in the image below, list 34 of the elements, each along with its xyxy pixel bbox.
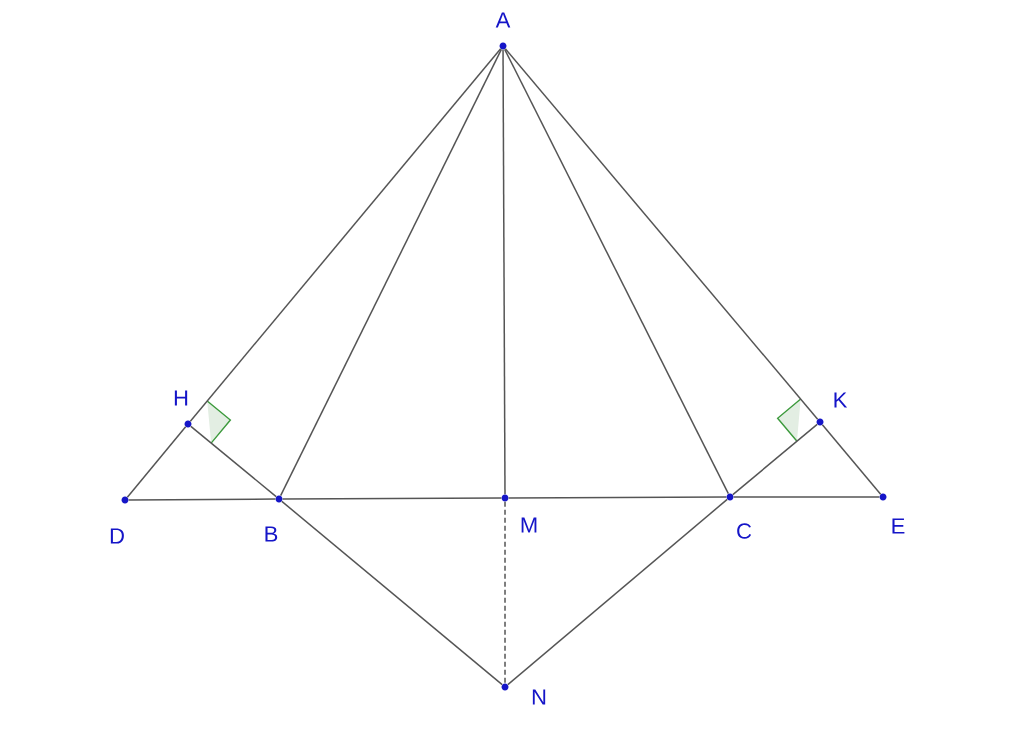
point — [879, 493, 887, 501]
point-label: C — [737, 523, 752, 539]
point — [184, 420, 192, 428]
line-segment — [503, 48, 730, 495]
line-segment — [732, 423, 818, 496]
point-label: E — [892, 518, 905, 534]
point — [499, 42, 507, 50]
line-segment — [279, 48, 503, 497]
line-segment — [127, 498, 277, 501]
line-segment — [281, 497, 503, 500]
line-segment — [190, 425, 277, 498]
point — [726, 493, 734, 501]
point-label: D — [110, 528, 124, 544]
line-segment — [507, 496, 728, 499]
point-label: H — [174, 390, 188, 406]
line-segment — [507, 498, 728, 686]
point — [121, 496, 129, 504]
point-label: B — [265, 526, 278, 542]
line-segment — [504, 500, 506, 685]
point — [816, 418, 824, 426]
line-segment — [281, 500, 503, 686]
line-segment — [504, 48, 819, 420]
line-segment — [126, 426, 187, 498]
line-segment — [502, 48, 506, 496]
line-segment — [189, 48, 502, 422]
point-label: A — [495, 12, 511, 28]
point-label: N — [532, 689, 546, 705]
point-label: K — [834, 392, 848, 408]
line-segment — [732, 496, 881, 498]
point — [501, 683, 509, 691]
point — [275, 495, 283, 503]
point-label: M — [521, 517, 537, 533]
point — [501, 494, 509, 502]
line-segment — [821, 424, 882, 495]
